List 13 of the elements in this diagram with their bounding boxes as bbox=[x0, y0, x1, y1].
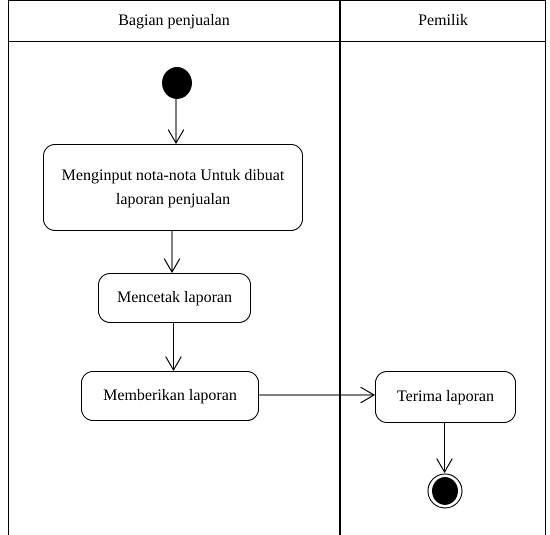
lane-title: Bagian penjualan bbox=[118, 12, 230, 30]
arrow bbox=[436, 422, 454, 473]
activity-box: Menginput nota-nota Untuk dibuat laporan penjualan bbox=[43, 144, 303, 231]
arrow bbox=[164, 322, 182, 371]
lane-title: Pemilik bbox=[418, 12, 468, 30]
arrow bbox=[258, 386, 375, 404]
activity-box: Memberikan laporan bbox=[81, 371, 259, 421]
activity-box: Mencetak laporan bbox=[98, 273, 251, 323]
swimlane bbox=[340, 0, 546, 535]
activity-box: Terima laporan bbox=[375, 371, 516, 423]
arrow bbox=[163, 230, 181, 273]
arrow bbox=[167, 98, 185, 144]
swimlane bbox=[8, 0, 340, 535]
